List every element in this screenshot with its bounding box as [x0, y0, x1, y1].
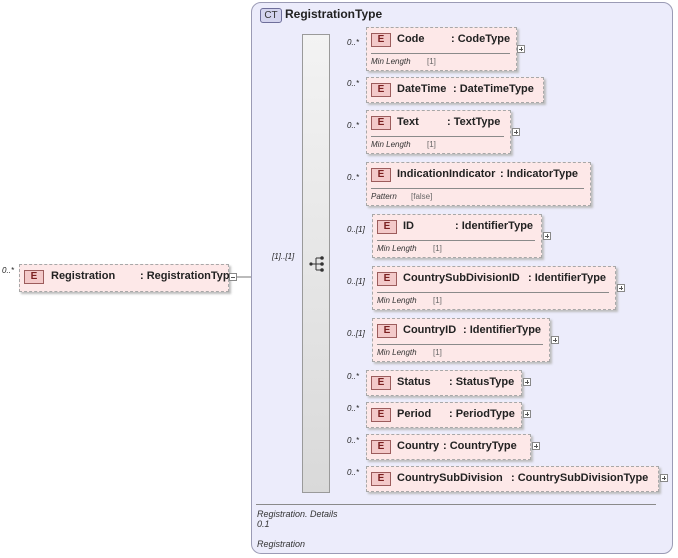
element-badge: E — [371, 168, 391, 182]
element-datetime[interactable]: E DateTime : DateTimeType — [366, 77, 544, 103]
root-element[interactable]: E Registration : RegistrationType — [19, 264, 236, 292]
child-cardinality: 0..[1] — [347, 225, 365, 234]
expand-toggle[interactable] — [523, 378, 531, 386]
element-badge: E — [377, 324, 397, 338]
complex-type-title: RegistrationType — [285, 7, 383, 21]
element-name: Code — [397, 33, 425, 45]
child-cardinality: 0..* — [347, 79, 360, 88]
element-badge: E — [24, 270, 44, 284]
element-status[interactable]: E Status : StatusType — [366, 370, 522, 396]
element-badge: E — [371, 116, 391, 130]
element-code[interactable]: E Code : CodeType Min Length [1] — [366, 27, 517, 71]
element-name: CountrySubDivisionID — [403, 272, 520, 284]
element-type: : CountryType — [443, 440, 517, 452]
facet-separator — [377, 344, 543, 345]
root-element-type: : RegistrationType — [140, 270, 236, 282]
child-cardinality: 0..[1] — [347, 329, 365, 338]
facet-separator — [371, 188, 584, 189]
root-cardinality: 0..* — [2, 266, 15, 275]
element-badge: E — [371, 440, 391, 454]
element-country[interactable]: E Country : CountryType — [366, 434, 531, 460]
element-badge: E — [371, 33, 391, 47]
element-type: : DateTimeType — [453, 83, 534, 95]
element-name: DateTime — [397, 83, 447, 95]
facet-value: [1] — [433, 348, 442, 357]
element-badge: E — [371, 83, 391, 97]
element-badge: E — [371, 408, 391, 422]
annotation-divider — [256, 504, 656, 505]
element-name: ID — [403, 220, 414, 232]
facet-value: [1] — [433, 244, 442, 253]
element-id[interactable]: E ID : IdentifierType Min Length [1] — [372, 214, 542, 258]
facet-label: Min Length — [377, 296, 417, 305]
expand-toggle[interactable] — [523, 410, 531, 418]
annotation-name: Registration — [257, 539, 306, 549]
facet-label: Min Length — [371, 57, 411, 66]
facet-separator — [371, 136, 504, 137]
element-type: : CountrySubDivisionType — [511, 472, 649, 484]
element-type: : IdentifierType — [528, 272, 607, 284]
expand-toggle[interactable] — [512, 128, 520, 136]
element-period[interactable]: E Period : PeriodType — [366, 402, 522, 428]
element-type: : TextType — [447, 116, 501, 128]
element-badge: E — [377, 272, 397, 286]
facet-separator — [377, 292, 609, 293]
facet-separator — [377, 240, 535, 241]
element-countrysubdivision[interactable]: E CountrySubDivision : CountrySubDivisio… — [366, 466, 659, 492]
child-cardinality: 0..* — [347, 436, 360, 445]
root-element-name: Registration — [51, 270, 116, 282]
facet-label: Pattern — [371, 192, 397, 201]
element-type: : IndicatorType — [500, 168, 579, 180]
facet-label: Min Length — [371, 140, 411, 149]
facet-label: Min Length — [377, 348, 417, 357]
element-name: Text — [397, 116, 419, 128]
complex-type-badge: CT — [260, 8, 282, 23]
facet-value: [1] — [427, 140, 436, 149]
child-cardinality: 0..* — [347, 38, 360, 47]
element-text[interactable]: E Text : TextType Min Length [1] — [366, 110, 511, 154]
facet-value: [1] — [427, 57, 436, 66]
sequence-icon — [309, 256, 324, 272]
element-name: Country — [397, 440, 440, 452]
expand-toggle[interactable] — [551, 336, 559, 344]
element-type: : IdentifierType — [455, 220, 534, 232]
facet-separator — [371, 53, 510, 54]
child-cardinality: 0..* — [347, 173, 360, 182]
annotation-text: Registration. Details — [257, 509, 338, 519]
expand-toggle[interactable] — [517, 45, 525, 53]
element-type: : IdentifierType — [463, 324, 542, 336]
child-cardinality: 0..* — [347, 121, 360, 130]
element-name: CountryID — [403, 324, 457, 336]
element-type: : PeriodType — [449, 408, 515, 420]
element-type: : StatusType — [449, 376, 515, 388]
expand-toggle[interactable] — [660, 474, 668, 482]
element-indicationindicator[interactable]: E IndicationIndicator : IndicatorType Pa… — [366, 162, 591, 206]
expand-toggle[interactable] — [532, 442, 540, 450]
collapse-toggle[interactable] — [229, 273, 237, 281]
element-countryid[interactable]: E CountryID : IdentifierType Min Length … — [372, 318, 550, 362]
element-badge: E — [371, 472, 391, 486]
element-badge: E — [377, 220, 397, 234]
expand-toggle[interactable] — [543, 232, 551, 240]
facet-value: [1] — [433, 296, 442, 305]
element-name: CountrySubDivision — [397, 472, 503, 484]
element-badge: E — [371, 376, 391, 390]
child-cardinality: 0..* — [347, 404, 360, 413]
sequence-cardinality: [1]..[1] — [272, 252, 295, 261]
element-name: Period — [397, 408, 432, 420]
facet-value: [false] — [411, 192, 433, 201]
element-name: IndicationIndicator — [397, 168, 496, 180]
element-countrysubdivisionid[interactable]: E CountrySubDivisionID : IdentifierType … — [372, 266, 616, 310]
child-cardinality: 0..[1] — [347, 277, 365, 286]
child-cardinality: 0..* — [347, 372, 360, 381]
element-type: : CodeType — [451, 33, 511, 45]
facet-label: Min Length — [377, 244, 417, 253]
expand-toggle[interactable] — [617, 284, 625, 292]
element-name: Status — [397, 376, 431, 388]
annotation-version: 0.1 — [257, 519, 270, 529]
child-cardinality: 0..* — [347, 468, 360, 477]
